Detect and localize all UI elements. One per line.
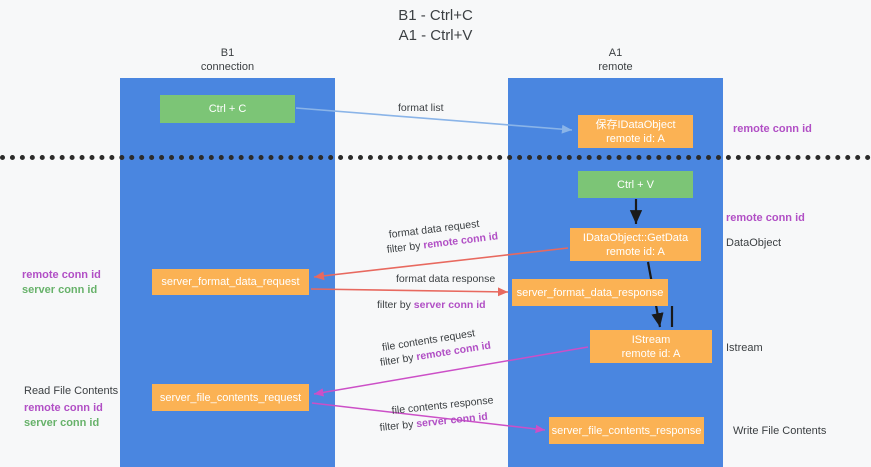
node-ctrl-v[interactable]: Ctrl + V <box>578 171 693 198</box>
annotation-remote-conn-id-left-mid: remote conn id <box>22 269 101 281</box>
annotation-dataobject: DataObject <box>726 237 782 249</box>
node-save-idataobject-line1: 保存IDataObject <box>595 118 676 131</box>
node-save-idataobject-line2: remote id: A <box>606 132 665 145</box>
filter-prefix: filter by <box>377 299 414 311</box>
edge-label-format-data-response: format data response <box>396 273 496 285</box>
annotation-read-file-contents: Read File Contents <box>24 385 119 397</box>
filter-prefix: filter by <box>386 239 425 256</box>
node-ctrl-c-label: Ctrl + C <box>208 103 247 115</box>
node-istream-line1: IStream <box>631 333 671 346</box>
edge-label-format-data-response-filter: filter by server conn id <box>377 298 486 312</box>
node-server-format-data-request-label: server_format_data_request <box>161 276 300 288</box>
edge-format-data-response <box>310 287 509 297</box>
filter-key-server-conn-id: server conn id <box>413 299 486 311</box>
annotation-server-conn-id-left-low: server conn id <box>24 417 100 429</box>
node-server-file-contents-response-label: server_file_contents_response <box>551 424 702 437</box>
annotation-left-conn-ids-mid: remote conn id server conn id <box>22 268 101 298</box>
title-line-1: B1 - Ctrl+C <box>398 7 473 24</box>
annotation-istream: Istream <box>726 342 763 354</box>
annotation-remote-conn-id-mid: remote conn id <box>726 212 805 224</box>
edge-label-format-list: format list <box>398 102 444 114</box>
node-getdata-line1: IDataObject::GetData <box>582 231 689 244</box>
phase-divider <box>0 155 871 160</box>
node-server-file-contents-request[interactable]: server_file_contents_request <box>152 384 309 411</box>
node-istream-line2: remote id: A <box>621 347 681 360</box>
node-idataobject-getdata[interactable]: IDataObject::GetData remote id: A <box>570 228 701 261</box>
column-header-a1-sub: remote <box>598 61 633 73</box>
column-header-b1: B1 connection <box>120 46 335 74</box>
column-header-b1-name: B1 <box>220 47 235 59</box>
node-server-file-contents-response[interactable]: server_file_contents_response <box>549 417 704 444</box>
diagram-title: B1 - Ctrl+C A1 - Ctrl+V <box>0 6 871 46</box>
node-istream[interactable]: IStream remote id: A <box>590 330 712 363</box>
column-header-a1: A1 remote <box>508 46 723 74</box>
node-getdata-line2: remote id: A <box>606 245 665 258</box>
annotation-write-file-contents: Write File Contents <box>733 425 827 437</box>
annotation-remote-conn-id-left-low: remote conn id <box>24 402 103 414</box>
column-header-a1-name: A1 <box>608 47 623 59</box>
node-server-file-contents-request-label: server_file_contents_request <box>159 391 302 404</box>
node-server-format-data-response-label: server_format_data_response <box>516 286 664 299</box>
filter-prefix: filter by <box>379 418 417 434</box>
column-header-b1-sub: connection <box>200 61 255 73</box>
annotation-remote-conn-id-top: remote conn id <box>733 123 812 135</box>
node-server-format-data-response[interactable]: server_format_data_response <box>512 279 668 306</box>
node-save-idataobject[interactable]: 保存IDataObject remote id: A <box>578 115 693 148</box>
node-server-format-data-request[interactable]: server_format_data_request <box>152 269 309 295</box>
node-ctrl-v-label: Ctrl + V <box>617 178 654 191</box>
title-line-2: A1 - Ctrl+V <box>398 27 473 44</box>
node-ctrl-c[interactable]: Ctrl + C <box>160 95 295 123</box>
annotation-server-conn-id-left-mid: server conn id <box>22 284 98 296</box>
annotation-left-conn-ids-low: remote conn id server conn id <box>24 401 103 431</box>
